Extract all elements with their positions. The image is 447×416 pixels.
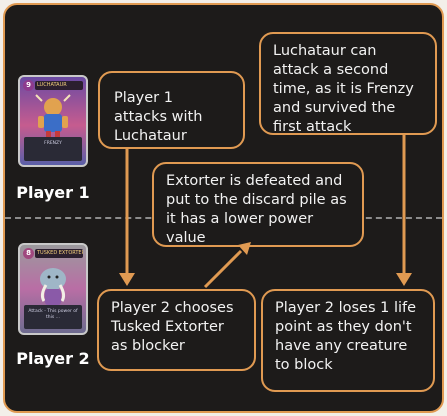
flow-arrows [119,133,412,289]
tusked-extorter-art [40,268,66,305]
step-player-2-loses-life: Player 2 loses 1 life point as they don'… [261,289,435,392]
step-player-1-attacks: Player 1 attacks with Luchataur [98,71,245,149]
player-1-label: Player 1 [16,183,90,202]
luchataur-card: 9 LUCHATAUR FRENZY [18,75,88,167]
card-cost-gem: 9 [23,80,34,91]
step-player-2-chooses-blocker: Player 2 chooses Tusked Extorter as bloc… [97,289,256,371]
card-ability-text: Attack - This power of this ... [24,305,82,329]
arrow-second-attack-to-life-loss-head [396,273,412,286]
card-cost-gem: 8 [23,248,34,259]
card-ability-text: FRENZY [24,137,82,161]
card-name: LUCHATAUR [35,81,83,90]
card-name: TUSKED EXTORTER [35,249,83,258]
step-luchataur-second-attack: Luchataur can attack a second time, as i… [259,32,437,135]
game-rules-diagram: 9 LUCHATAUR FRENZY Player 1 8 TUSKED EXT… [3,3,444,413]
arrow-attack-to-block-head [119,273,135,286]
tusked-extorter-card: 8 TUSKED EXTORTER Attack - This power of… [18,243,88,335]
luchataur-art [35,94,71,139]
step-extorter-defeated: Extorter is defeated and put to the disc… [152,162,364,247]
arrow-block-to-defeated [203,249,243,289]
arrow-block-to-defeated-head [238,242,251,255]
player-2-label: Player 2 [16,349,90,368]
